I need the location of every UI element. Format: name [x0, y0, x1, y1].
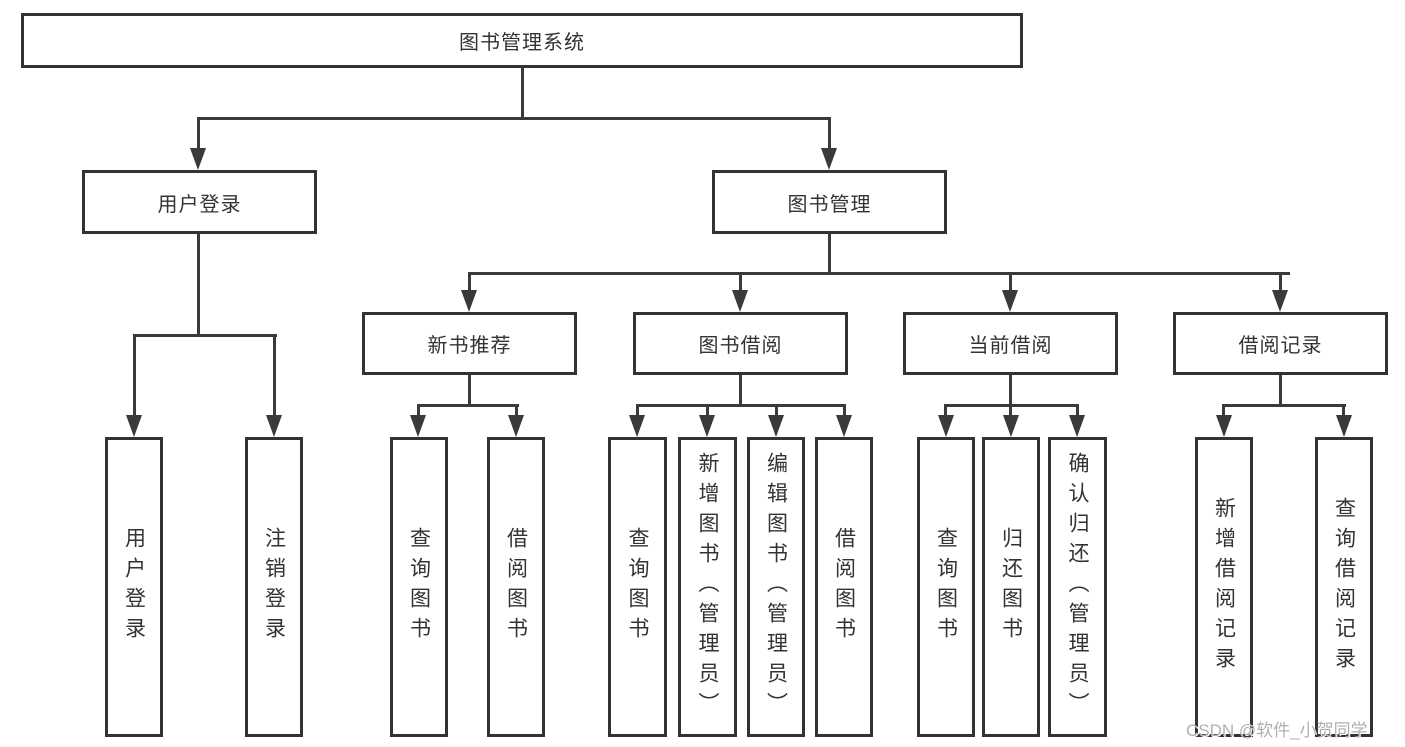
node-borrowing-records: 借阅记录	[1173, 312, 1388, 375]
node-current-borrowing: 当前借阅	[903, 312, 1118, 375]
connector-line	[1009, 404, 1012, 416]
connector-line	[1342, 404, 1345, 416]
leaf-cb-return-books-label: 归还图书	[999, 527, 1023, 647]
leaf-br-query-borrow-record-label: 查询借阅记录	[1332, 497, 1356, 677]
connector-line	[515, 404, 518, 416]
connector-line	[417, 404, 519, 407]
connector-line	[706, 404, 709, 416]
arrow-down-icon	[938, 415, 954, 437]
arrow-down-icon	[1216, 415, 1232, 437]
arrow-down-icon	[629, 415, 645, 437]
arrow-down-icon	[1336, 415, 1352, 437]
leaf-bb-edit-book-admin-label: 编辑图书（管理员）	[764, 452, 788, 722]
leaf-user-login: 用户登录	[105, 437, 163, 737]
arrow-down-icon	[1272, 290, 1288, 312]
arrow-down-icon	[190, 148, 206, 170]
node-root-label: 图书管理系统	[459, 32, 585, 54]
node-user-login: 用户登录	[82, 170, 317, 234]
leaf-bb-add-book-admin: 新增图书（管理员）	[678, 437, 737, 737]
connector-line	[775, 404, 778, 416]
connector-line	[739, 272, 742, 291]
node-current-borrowing-label: 当前借阅	[968, 335, 1053, 357]
connector-line	[133, 334, 136, 415]
connector-line	[197, 234, 200, 337]
leaf-nbr-borrow-books-label: 借阅图书	[504, 527, 528, 647]
leaf-cb-confirm-return-admin: 确认归还（管理员）	[1048, 437, 1107, 737]
connector-line	[133, 334, 277, 337]
leaf-nbr-borrow-books: 借阅图书	[487, 437, 545, 737]
leaf-bb-edit-book-admin: 编辑图书（管理员）	[747, 437, 805, 737]
leaf-br-add-borrow-record: 新增借阅记录	[1195, 437, 1253, 737]
leaf-bb-borrow-books-label: 借阅图书	[832, 527, 856, 647]
connector-line	[417, 404, 420, 416]
connector-line	[1009, 375, 1012, 406]
arrow-down-icon	[836, 415, 852, 437]
connector-line	[1076, 404, 1079, 416]
arrow-down-icon	[1002, 290, 1018, 312]
connector-line	[521, 68, 524, 119]
leaf-bb-query-books: 查询图书	[608, 437, 667, 737]
connector-line	[468, 272, 1290, 275]
leaf-cb-query-books: 查询图书	[917, 437, 975, 737]
connector-line	[197, 117, 200, 148]
arrow-down-icon	[508, 415, 524, 437]
leaf-bb-borrow-books: 借阅图书	[815, 437, 873, 737]
leaf-bb-query-books-label: 查询图书	[626, 527, 649, 647]
node-user-login-label: 用户登录	[157, 193, 242, 216]
node-book-borrowing-label: 图书借阅	[698, 335, 783, 357]
connector-line	[468, 272, 471, 291]
connector-line	[945, 404, 1079, 407]
leaf-br-add-borrow-record-label: 新增借阅记录	[1212, 497, 1236, 677]
node-book-management-label: 图书管理	[787, 193, 872, 216]
connector-line	[739, 375, 742, 406]
arrow-down-icon	[821, 148, 837, 170]
connector-line	[1279, 375, 1282, 406]
node-borrowing-records-label: 借阅记录	[1238, 335, 1323, 357]
connector-line	[828, 117, 831, 148]
arrow-down-icon	[410, 415, 426, 437]
leaf-logout: 注销登录	[245, 437, 303, 737]
leaf-br-query-borrow-record: 查询借阅记录	[1315, 437, 1373, 737]
arrow-down-icon	[1069, 415, 1085, 437]
connector-line	[1223, 404, 1346, 407]
arrow-down-icon	[1003, 415, 1019, 437]
arrow-down-icon	[266, 415, 282, 437]
leaf-logout-label: 注销登录	[262, 527, 286, 647]
connector-line	[828, 233, 831, 275]
connector-line	[636, 404, 846, 407]
node-root: 图书管理系统	[21, 13, 1023, 68]
arrow-down-icon	[732, 290, 748, 312]
node-book-borrowing: 图书借阅	[633, 312, 848, 375]
arrow-down-icon	[126, 415, 142, 437]
connector-line	[944, 404, 947, 416]
leaf-user-login-label: 用户登录	[122, 527, 146, 647]
node-new-book-recommend: 新书推荐	[362, 312, 577, 375]
connector-line	[1279, 272, 1282, 291]
leaf-bb-add-book-admin-label: 新增图书（管理员）	[696, 452, 719, 722]
connector-line	[843, 404, 846, 416]
leaf-cb-query-books-label: 查询图书	[934, 527, 958, 647]
csdn-watermark: CSDN @软件_小贺同学	[1186, 721, 1368, 740]
leaf-nbr-query-books-label: 查询图书	[407, 527, 431, 647]
leaf-cb-confirm-return-admin-label: 确认归还（管理员）	[1066, 452, 1089, 722]
arrow-down-icon	[461, 290, 477, 312]
node-new-book-recommend-label: 新书推荐	[427, 335, 512, 357]
connector-line	[1222, 404, 1225, 416]
leaf-nbr-query-books: 查询图书	[390, 437, 448, 737]
connector-line	[468, 375, 471, 406]
connector-line	[1009, 272, 1012, 291]
node-book-management: 图书管理	[712, 170, 947, 234]
connector-line	[273, 334, 276, 415]
leaf-cb-return-books: 归还图书	[982, 437, 1040, 737]
arrow-down-icon	[699, 415, 715, 437]
connector-line	[197, 117, 831, 120]
connector-line	[636, 404, 639, 416]
arrow-down-icon	[768, 415, 784, 437]
